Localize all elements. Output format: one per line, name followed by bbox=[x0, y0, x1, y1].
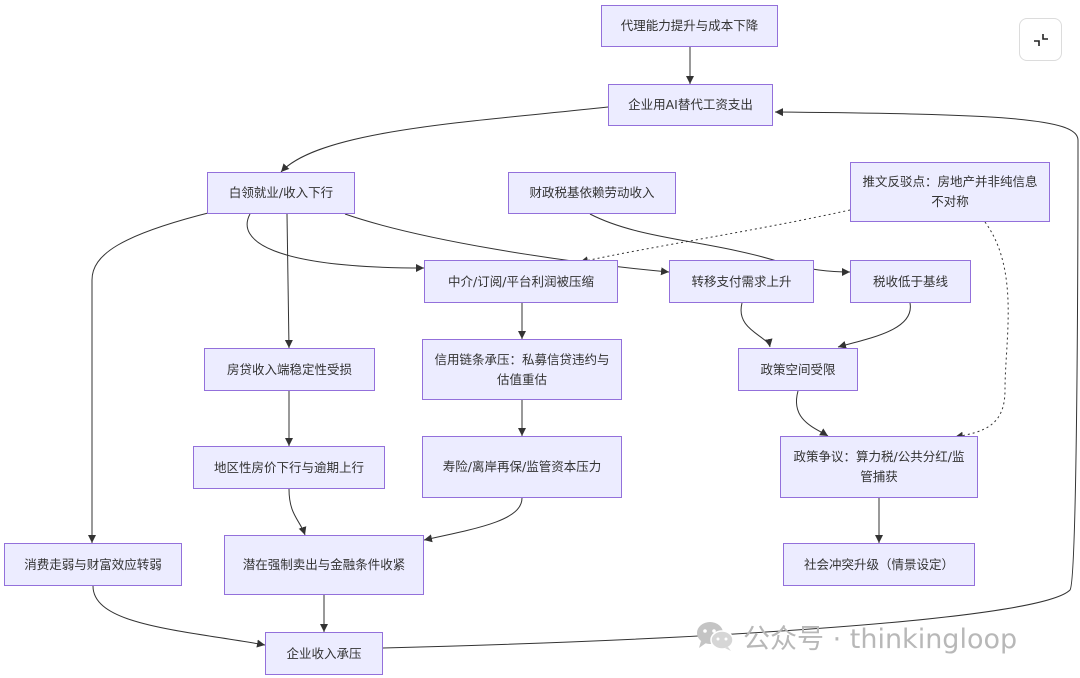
node-label: 社会冲突升级（情景设定） bbox=[803, 556, 954, 572]
edge-n12-n16 bbox=[288, 488, 307, 536]
node-insurance-pressure: 寿险/离岸再保/监管资本压力 bbox=[422, 436, 622, 498]
node-corporate-revenue: 企业收入承压 bbox=[265, 632, 383, 675]
edge-n5-n14 bbox=[954, 221, 1009, 440]
node-policy-space: 政策空间受限 bbox=[738, 348, 858, 391]
node-label: 推文反驳点：房地产并非纯信息不对称 bbox=[862, 174, 1038, 209]
edge-n5-n6 bbox=[579, 209, 851, 265]
watermark: 公众号 · thinkingloop bbox=[695, 616, 1017, 656]
edge-n3-n9 bbox=[284, 213, 293, 349]
node-label: 企业收入承压 bbox=[286, 645, 362, 661]
node-fiscal-tax-base: 财政税基依赖劳动收入 bbox=[508, 172, 676, 214]
node-regional-housing: 地区性房价下行与逾期上行 bbox=[193, 446, 385, 489]
edge-n3-n7 bbox=[344, 213, 670, 276]
node-credit-chain: 信用链条承压：私募信贷违约与估值重估 bbox=[422, 339, 622, 400]
node-agent-capability: 代理能力提升与成本下降 bbox=[601, 5, 778, 47]
node-label: 转移支付需求上升 bbox=[691, 273, 792, 289]
node-tweet-rebuttal: 推文反驳点：房地产并非纯信息不对称 bbox=[850, 162, 1050, 222]
edge-n4-n8 bbox=[589, 213, 851, 276]
wechat-icon bbox=[697, 622, 734, 651]
edge-n8-n11 bbox=[837, 302, 911, 349]
node-ai-replace-wages: 企业用AI替代工资支出 bbox=[608, 84, 773, 126]
node-label: 税收低于基线 bbox=[872, 273, 948, 289]
edge-n3-n6 bbox=[246, 213, 425, 272]
node-label: 信用链条承压：私募信贷违约与估值重估 bbox=[434, 351, 610, 387]
node-mortgage-stability: 房贷收入端稳定性受损 bbox=[204, 348, 375, 391]
node-label: 寿险/离岸再保/监管资本压力 bbox=[442, 459, 602, 474]
node-label: 政策空间受限 bbox=[760, 361, 836, 377]
node-label: 政策争议：算力税/公共分红/监管捕获 bbox=[793, 449, 965, 484]
edge-n7-n11 bbox=[740, 302, 773, 348]
node-label: 中介/订阅/平台利润被压缩 bbox=[448, 273, 594, 289]
node-transfer-payment: 转移支付需求上升 bbox=[669, 260, 814, 303]
exit-fullscreen-button[interactable] bbox=[1019, 18, 1062, 61]
node-forced-selling: 潜在强制卖出与金融条件收紧 bbox=[224, 535, 424, 595]
edge-n15-n18 bbox=[92, 585, 266, 648]
edge-n18-n2 bbox=[382, 108, 1079, 649]
node-label: 潜在强制卖出与金融条件收紧 bbox=[242, 557, 406, 572]
node-label: 企业用AI替代工资支出 bbox=[628, 97, 753, 112]
edge-n2-n3 bbox=[280, 106, 609, 173]
node-policy-debate: 政策争议：算力税/公共分红/监管捕获 bbox=[780, 436, 978, 498]
node-label: 代理能力提升与成本下降 bbox=[620, 18, 759, 33]
node-label: 地区性房价下行与逾期上行 bbox=[213, 459, 364, 475]
collapse-icon bbox=[1033, 33, 1048, 46]
edge-n3-n15 bbox=[88, 211, 213, 543]
node-social-conflict: 社会冲突升级（情景设定） bbox=[783, 543, 975, 586]
node-label: 消费走弱与财富效应转弱 bbox=[24, 556, 162, 572]
edge-n13-n16 bbox=[423, 497, 523, 543]
node-whitecollar-income-down: 白领就业/收入下行 bbox=[207, 172, 355, 214]
watermark-text: 公众号 · thinkingloop bbox=[743, 623, 1018, 655]
node-label: 财政税基依赖劳动收入 bbox=[529, 185, 655, 200]
node-consumption-weak: 消费走弱与财富效应转弱 bbox=[4, 543, 182, 586]
node-intermediary-profit: 中介/订阅/平台利润被压缩 bbox=[424, 260, 618, 303]
edge-n11-n14 bbox=[795, 390, 829, 437]
node-label: 房贷收入端稳定性受损 bbox=[226, 361, 352, 377]
node-label: 白领就业/收入下行 bbox=[228, 185, 334, 200]
node-tax-below-baseline: 税收低于基线 bbox=[850, 260, 971, 303]
